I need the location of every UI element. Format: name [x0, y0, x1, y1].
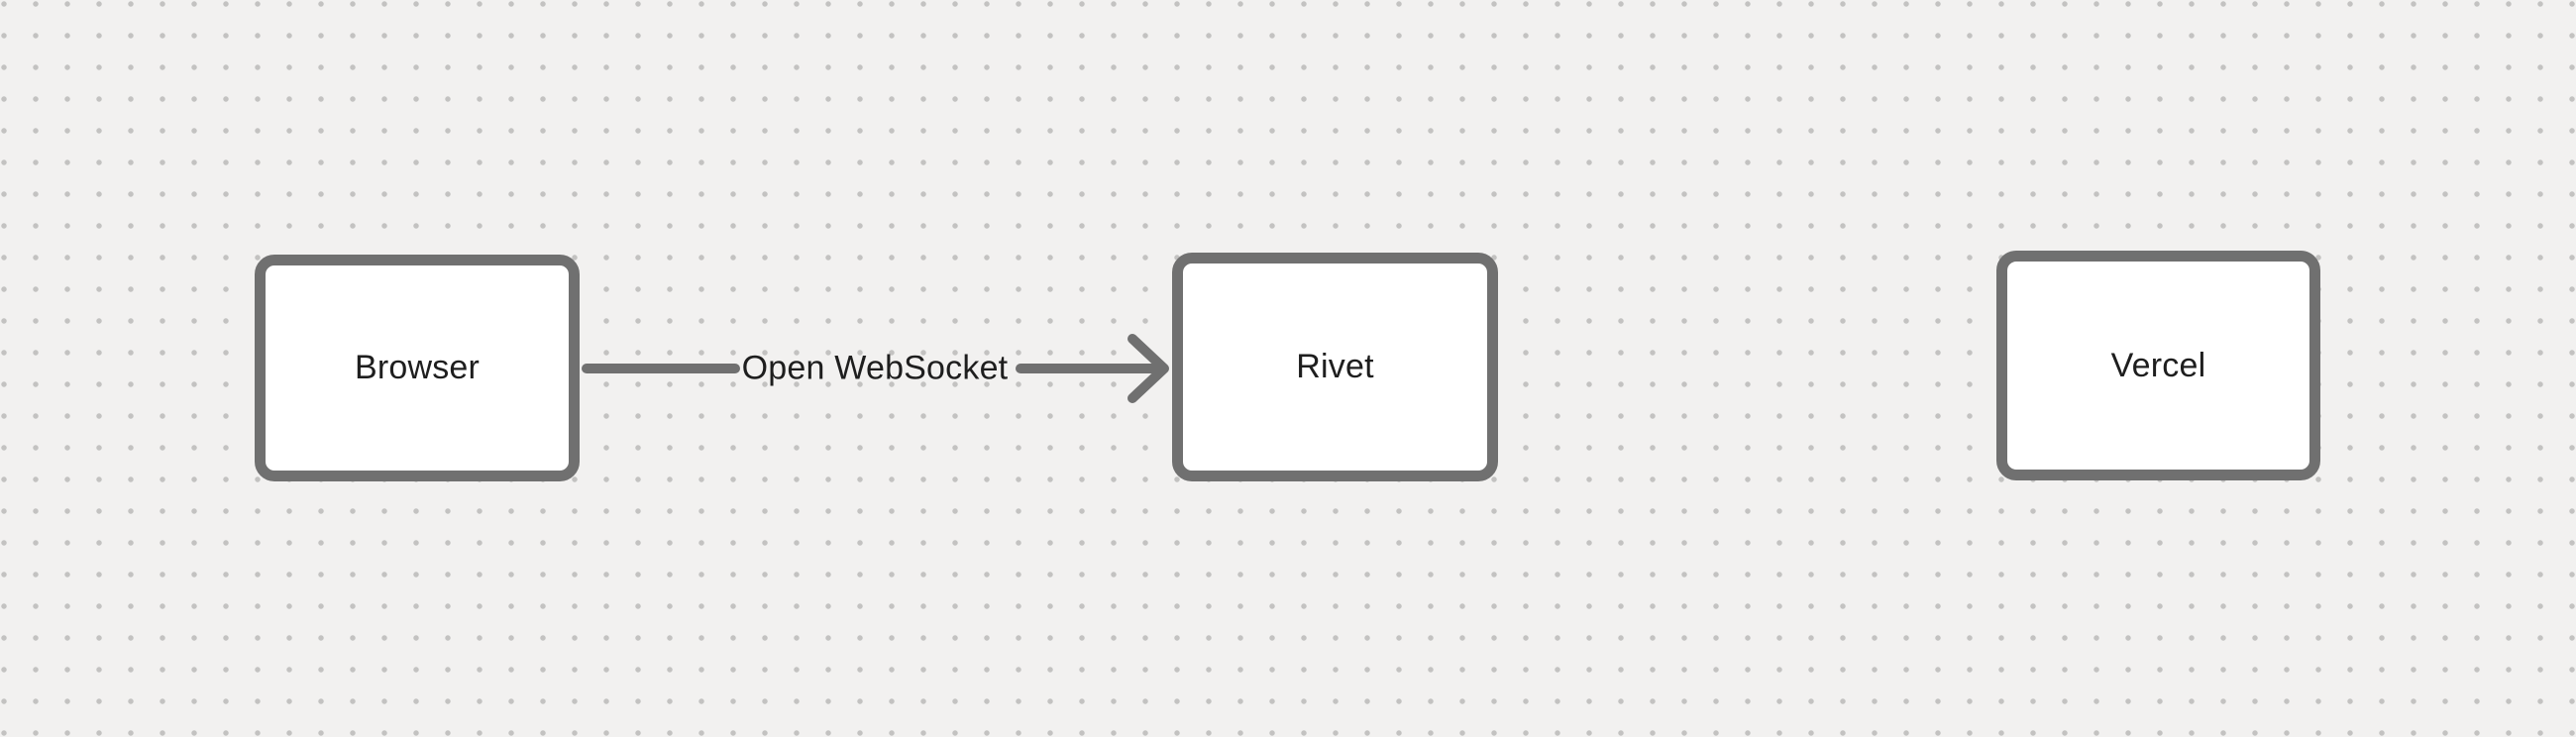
arrowhead-icon	[1127, 334, 1169, 403]
node-browser-label: Browser	[354, 349, 481, 387]
node-vercel-label: Vercel	[2110, 346, 2206, 384]
connector-label[interactable]: Open WebSocket	[741, 349, 1009, 387]
node-rivet[interactable]: Rivet	[1172, 253, 1498, 481]
node-browser[interactable]: Browser	[255, 255, 580, 481]
node-rivet-label: Rivet	[1296, 348, 1374, 386]
connector-browser-rivet[interactable]	[575, 317, 1189, 420]
node-vercel[interactable]: Vercel	[1996, 251, 2320, 480]
